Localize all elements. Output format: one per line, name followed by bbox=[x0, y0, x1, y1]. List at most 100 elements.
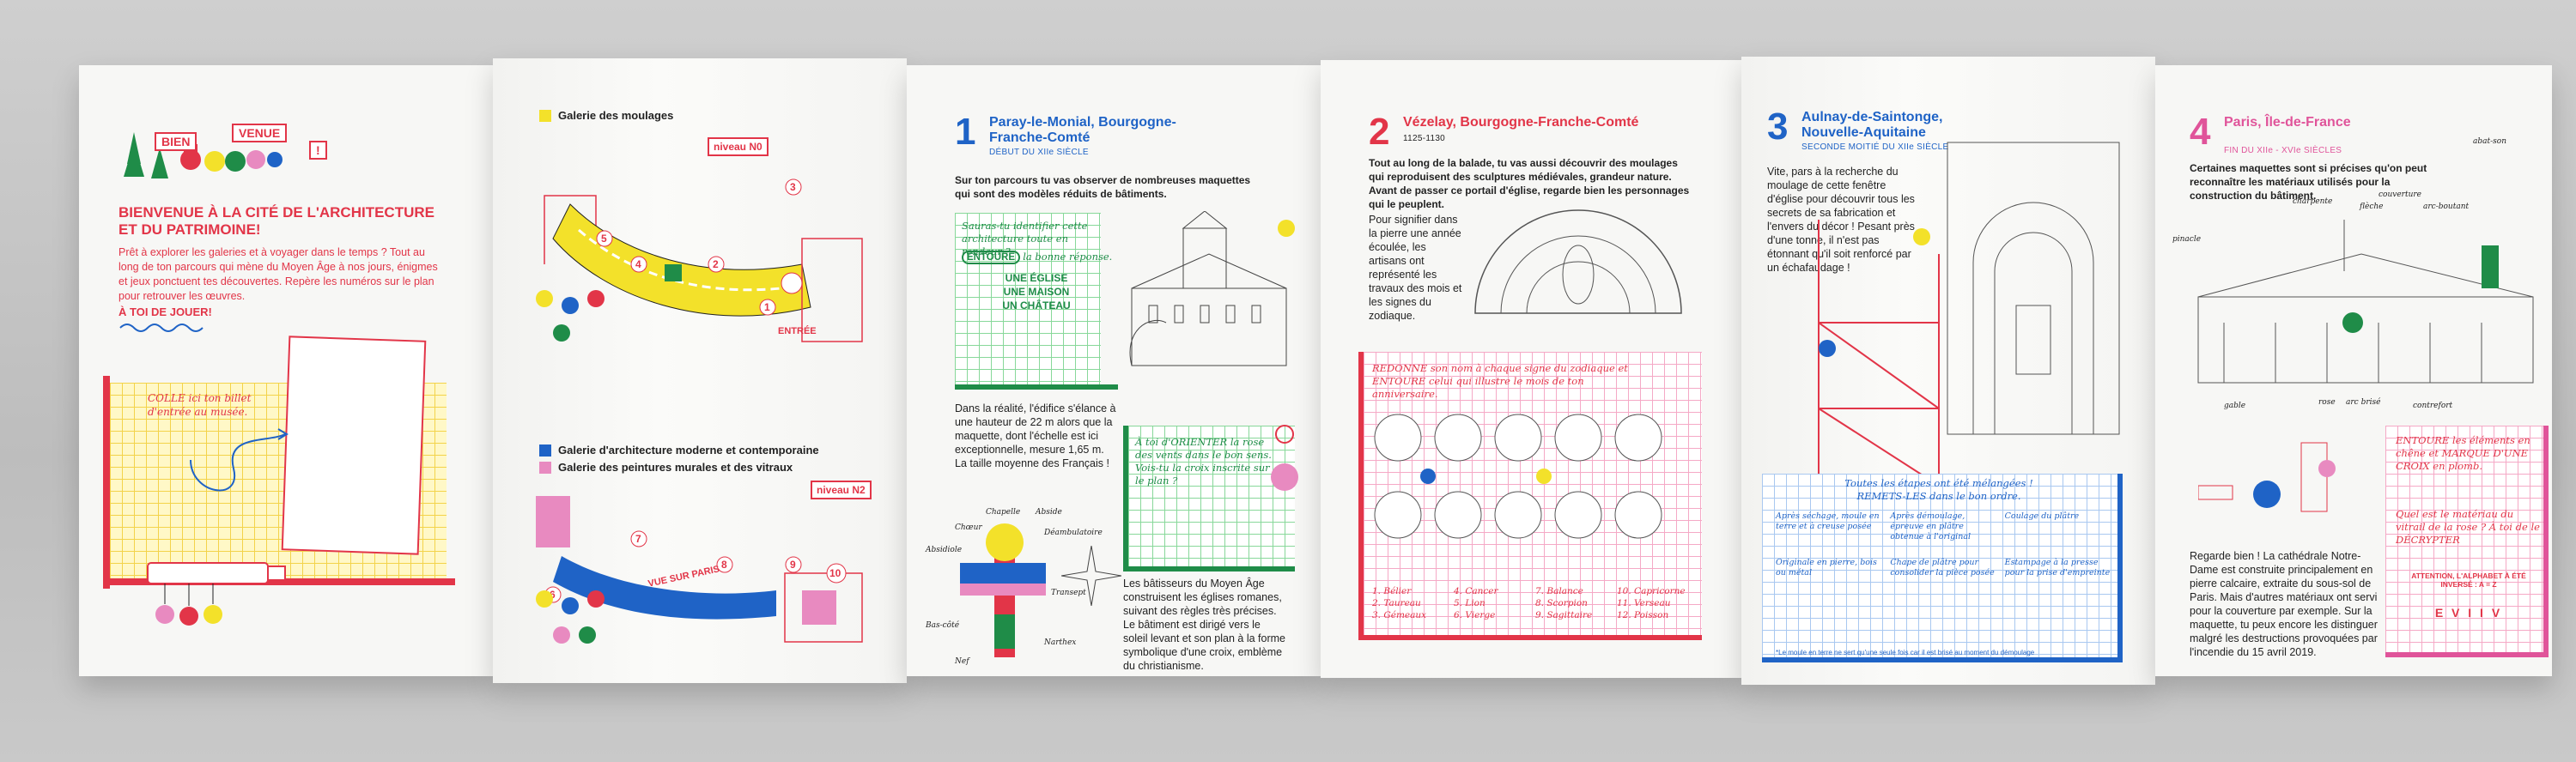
section-number: 4 bbox=[2190, 111, 2211, 153]
body-text: Dans la réalité, l'édifice s'élance à un… bbox=[955, 402, 1116, 469]
steps-list: Après séchage, moule en terre et à creus… bbox=[1776, 511, 2111, 578]
zodiac-medallions[interactable] bbox=[1372, 403, 1698, 575]
step-item[interactable]: Chape de plâtre pour consolider la pièce… bbox=[1890, 558, 1995, 578]
code-text: E V I I V bbox=[2434, 606, 2503, 620]
section-date: SECONDE MOITIÉ DU XIIe SIÈCLE bbox=[1801, 142, 1949, 152]
character-pink bbox=[1271, 425, 1298, 491]
step-item[interactable]: Originale en pierre, bois ou métal bbox=[1776, 558, 1877, 578]
cathedral-drawing bbox=[2197, 220, 2534, 384]
map-level0[interactable]: 1 2 3 4 5 bbox=[519, 136, 888, 410]
glue-tube-icon bbox=[147, 562, 286, 626]
svg-text:8: 8 bbox=[721, 559, 727, 571]
map-num-3: 3 bbox=[790, 181, 796, 193]
map-num-2: 2 bbox=[713, 258, 719, 270]
map-level2[interactable]: 6 7 8 9 10 bbox=[519, 487, 888, 659]
legend-moderne: Galerie d'architecture moderne et contem… bbox=[558, 444, 819, 457]
ticket-frame[interactable] bbox=[281, 336, 427, 555]
section-title: Paris, Île-de-France bbox=[2224, 115, 2351, 130]
welcome-intro: Prêt à explorer les galeries et à voyage… bbox=[118, 246, 438, 302]
arrow-icon bbox=[190, 428, 289, 492]
scaffold-drawing bbox=[1818, 220, 1940, 487]
plan-label-deambulatoire: Déambulatoire bbox=[1044, 529, 1103, 537]
svg-text:6: 6 bbox=[550, 589, 556, 601]
squiggle-icon bbox=[119, 324, 204, 332]
q1-text: Sauras-tu identifier cette architecture … bbox=[962, 220, 1088, 257]
brochure: BIEN VENUE ! BIENVENUE À LA CITÉ DE L'AR… bbox=[79, 57, 2552, 685]
legend-swatch-pink bbox=[539, 462, 551, 474]
section-date: DÉBUT DU XIIe SIÈCLE bbox=[989, 148, 1089, 157]
section-date: FIN DU XIIe - XVIe SIÈCLES bbox=[2224, 146, 2342, 155]
body-text: Pour signifier dans la pierre une année … bbox=[1369, 214, 1462, 322]
panel-paris: 4 Paris, Île-de-France FIN DU XIIe - XVI… bbox=[2155, 65, 2552, 676]
plan-label-chapelle: Chapelle bbox=[986, 508, 1021, 517]
section-title: Paray-le-Monial, Bourgogne-Franche-Comté bbox=[989, 115, 1176, 145]
legend-vitraux: Galerie des peintures murales et des vit… bbox=[558, 461, 793, 474]
zodiac-question: REDONNE son nom à chaque signe du zodiaq… bbox=[1372, 362, 1628, 400]
section-intro: Vite, pars à la recherche du moulage de … bbox=[1767, 166, 1915, 274]
plan-label-bascote: Bas-côté bbox=[926, 621, 960, 630]
sign-venue: VENUE bbox=[232, 124, 288, 142]
panel-aulnay: 3 Aulnay-de-Saintonge, Nouvelle-Aquitain… bbox=[1741, 57, 2155, 685]
welcome-cta: À TOI DE JOUER! bbox=[118, 305, 212, 318]
steps-note: *Le moule en terre ne sert qu'une seule … bbox=[1776, 649, 2035, 656]
answer-maison[interactable]: UNE MAISON bbox=[1003, 286, 1070, 298]
section-number: 1 bbox=[955, 111, 976, 153]
plan-label-nef: Nef bbox=[955, 657, 969, 666]
body-text-2: Les bâtisseurs du Moyen Âge construisent… bbox=[1123, 578, 1285, 672]
step-item[interactable]: Estampage à la presse pour la prise d'em… bbox=[2004, 558, 2111, 578]
legend-swatch-blue bbox=[539, 444, 551, 457]
section-intro: Certaines maquettes sont si précises qu'… bbox=[2190, 162, 2427, 202]
entree-label: ENTRÉE bbox=[778, 326, 817, 336]
panel-welcome: BIEN VENUE ! BIENVENUE À LA CITÉ DE L'AR… bbox=[79, 65, 493, 676]
tympanum-drawing bbox=[1474, 209, 1682, 314]
svg-text:9: 9 bbox=[790, 559, 796, 571]
panel-map: Galerie des moulages niveau N0 1 2 3 4 5… bbox=[493, 58, 907, 683]
answer-chateau[interactable]: UN CHÂTEAU bbox=[1002, 299, 1071, 311]
answer-eglise[interactable]: UNE ÉGLISE bbox=[1005, 272, 1068, 284]
svg-text:7: 7 bbox=[635, 533, 641, 545]
map-num-4: 4 bbox=[635, 258, 641, 270]
characters-map2 bbox=[536, 590, 605, 644]
sign-bien: BIEN bbox=[155, 132, 197, 151]
legend-moulages: Galerie des moulages bbox=[558, 109, 674, 122]
steps-question: Toutes les étapes ont été mélangées ! RE… bbox=[1844, 477, 2033, 502]
ticket-prompt: COLLE ici ton billet d'entrée au musée. bbox=[148, 392, 252, 418]
section-title: Vézelay, Bourgogne-Franche-Comté bbox=[1403, 115, 1639, 130]
answer-list: UNE ÉGLISE UNE MAISON UN CHÂTEAU bbox=[989, 271, 1084, 312]
section-date: 1125-1130 bbox=[1403, 134, 1446, 143]
step-item[interactable]: Coulage du plâtre bbox=[2004, 511, 2080, 521]
characters-map bbox=[536, 290, 605, 342]
steps-grid bbox=[1762, 474, 2123, 662]
panel-paray: 1 Paray-le-Monial, Bourgogne-Franche-Com… bbox=[907, 65, 1321, 676]
plan-cross bbox=[960, 523, 1046, 657]
entoure-tag: ENTOURE bbox=[962, 251, 1021, 264]
sign-excl: ! bbox=[309, 141, 327, 160]
map-num-1: 1 bbox=[764, 301, 770, 313]
welcome-title: BIENVENUE À LA CITÉ DE L'ARCHITECTURE ET… bbox=[118, 204, 434, 238]
step-item[interactable]: Après séchage, moule en terre et à creus… bbox=[1776, 511, 1880, 531]
section-title: Aulnay-de-Saintonge, Nouvelle-Aquitaine bbox=[1801, 110, 1943, 140]
characters-bricks bbox=[2198, 442, 2336, 512]
section-intro: Sur ton parcours tu vas observer de nomb… bbox=[955, 174, 1251, 200]
section-number: 2 bbox=[1369, 111, 1390, 153]
q2-text: À toi d'ORIENTER la rose des vents dans … bbox=[1135, 436, 1272, 487]
plan-label-abside: Abside bbox=[1036, 508, 1062, 517]
map-num-5: 5 bbox=[601, 233, 607, 245]
niveau2-label: niveau N2 bbox=[811, 481, 872, 499]
plan-label-narthex: Narthex bbox=[1044, 638, 1077, 647]
hint-text: ATTENTION, L'ALPHABET À ÉTÉ INVERSÉ : A … bbox=[2411, 572, 2526, 589]
svg-text:10: 10 bbox=[829, 567, 841, 579]
section-intro: Tout au long de la balade, tu vas aussi … bbox=[1369, 157, 1690, 210]
plan-label-choeur: Chœur bbox=[955, 523, 982, 532]
step-item[interactable]: Après démoulage, épreuve en plâtre obten… bbox=[1890, 511, 1971, 541]
plan-label-absidiole: Absidiole bbox=[926, 546, 963, 554]
church-drawing bbox=[1129, 211, 1295, 366]
body-text: Regarde bien ! La cathédrale Notre-Dame … bbox=[2190, 550, 2378, 658]
panel-vezelay: 2 Vézelay, Bourgogne-Franche-Comté 1125-… bbox=[1321, 60, 1741, 678]
compass-rose-icon[interactable] bbox=[1061, 546, 1121, 606]
window-drawing bbox=[1947, 142, 2120, 435]
niveau0-label: niveau N0 bbox=[708, 137, 769, 156]
plan-label-transept: Transept bbox=[1051, 589, 1086, 597]
legend-swatch-yellow bbox=[539, 110, 551, 122]
